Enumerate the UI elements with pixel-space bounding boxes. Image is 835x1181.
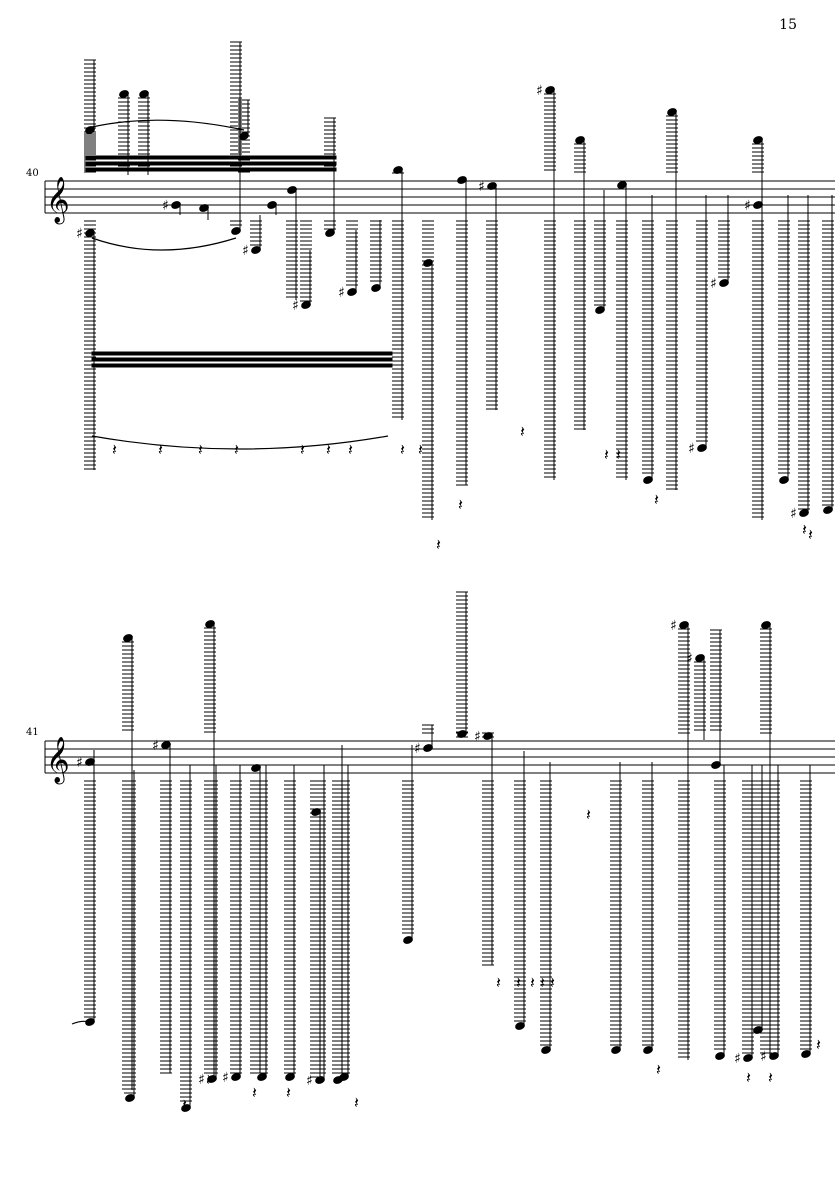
quarter-rest-icon: 𝄽 bbox=[206, 1070, 211, 1089]
quarter-rest-icon: 𝄽 bbox=[540, 973, 545, 992]
note-head bbox=[617, 181, 627, 189]
note-head bbox=[287, 186, 297, 194]
quarter-rest-icon: 𝄽 bbox=[550, 973, 555, 992]
note-head bbox=[753, 201, 763, 209]
sharp-icon: ♯ bbox=[338, 285, 345, 301]
sharp-icon: ♯ bbox=[536, 83, 543, 99]
sharp-icon: ♯ bbox=[734, 1051, 741, 1067]
note-head bbox=[457, 176, 467, 184]
measure-number-40: 40 bbox=[26, 168, 39, 179]
page-number: 15 bbox=[779, 17, 797, 33]
quarter-rest-icon: 𝄽 bbox=[656, 1060, 661, 1079]
note-head bbox=[199, 204, 209, 212]
sharp-icon: ♯ bbox=[478, 179, 485, 195]
quarter-rest-icon: 𝄽 bbox=[746, 1068, 751, 1087]
quarter-rest-icon: 𝄽 bbox=[458, 495, 463, 514]
quarter-rest-icon: 𝄽 bbox=[300, 440, 305, 459]
sharp-icon: ♯ bbox=[710, 276, 717, 292]
quarter-rest-icon: 𝄽 bbox=[530, 973, 535, 992]
quarter-rest-icon: 𝄽 bbox=[182, 1095, 187, 1114]
quarter-rest-icon: 𝄽 bbox=[586, 805, 591, 824]
quarter-rest-icon: 𝄽 bbox=[808, 525, 813, 544]
sharp-icon: ♯ bbox=[670, 618, 677, 634]
sharp-icon: ♯ bbox=[414, 741, 421, 757]
quarter-rest-icon: 𝄽 bbox=[436, 535, 441, 554]
sharp-icon: ♯ bbox=[162, 198, 169, 214]
beam bbox=[91, 357, 393, 362]
quarter-rest-icon: 𝄽 bbox=[418, 440, 423, 459]
note-head bbox=[123, 634, 133, 642]
sharp-icon: ♯ bbox=[474, 729, 481, 745]
beam bbox=[85, 167, 337, 172]
note-head bbox=[171, 201, 181, 209]
beam bbox=[85, 161, 337, 166]
sharp-icon: ♯ bbox=[76, 755, 83, 771]
quarter-rest-icon: 𝄽 bbox=[816, 1035, 821, 1054]
quarter-rest-icon: 𝄽 bbox=[112, 440, 117, 459]
note-head bbox=[487, 182, 497, 190]
tie-slur bbox=[91, 119, 245, 131]
beam bbox=[85, 155, 337, 160]
sharp-icon: ♯ bbox=[688, 441, 695, 457]
note-head bbox=[679, 621, 689, 629]
quarter-rest-icon: 𝄽 bbox=[326, 440, 331, 459]
note-head bbox=[761, 621, 771, 629]
quarter-rest-icon: 𝄽 bbox=[802, 520, 807, 539]
sharp-icon: ♯ bbox=[744, 198, 751, 214]
quarter-rest-icon: 𝄽 bbox=[654, 490, 659, 509]
beam bbox=[91, 363, 393, 368]
note-head bbox=[267, 201, 277, 209]
sharp-icon: ♯ bbox=[306, 1073, 313, 1089]
quarter-rest-icon: 𝄽 bbox=[604, 445, 609, 464]
treble-clef-icon: 𝄞 bbox=[46, 177, 70, 225]
note-head bbox=[205, 620, 215, 628]
note-head bbox=[695, 654, 705, 662]
quarter-rest-icon: 𝄽 bbox=[198, 440, 203, 459]
sharp-icon: ♯ bbox=[292, 298, 299, 314]
sharp-icon: ♯ bbox=[242, 243, 249, 259]
treble-clef-icon: 𝄞 bbox=[46, 737, 70, 785]
sharp-icon: ♯ bbox=[760, 1049, 767, 1065]
note-head bbox=[667, 108, 677, 116]
sharp-icon: ♯ bbox=[76, 226, 83, 242]
note-layer: ♯♯♯♯♯♯♯♯♯♯♯𝄽𝄽𝄽𝄽𝄽𝄽𝄽𝄽𝄽𝄽𝄽𝄽𝄽𝄽𝄽𝄽𝄽♯♯♯♯♯♯♯♯♯♯♯𝄽… bbox=[71, 41, 834, 1114]
note-head bbox=[545, 86, 555, 94]
note-head bbox=[251, 764, 261, 772]
quarter-rest-icon: 𝄽 bbox=[516, 973, 521, 992]
quarter-rest-icon: 𝄽 bbox=[768, 1068, 773, 1087]
sharp-icon: ♯ bbox=[686, 651, 693, 667]
quarter-rest-icon: 𝄽 bbox=[400, 440, 405, 459]
quarter-rest-icon: 𝄽 bbox=[286, 1083, 291, 1102]
note-head bbox=[119, 90, 129, 98]
note-head bbox=[161, 741, 171, 749]
measure-number-41: 41 bbox=[26, 727, 39, 738]
tie-slur bbox=[91, 435, 389, 450]
note-head bbox=[139, 90, 149, 98]
tie-slur bbox=[71, 1020, 91, 1025]
quarter-rest-icon: 𝄽 bbox=[158, 440, 163, 459]
quarter-rest-icon: 𝄽 bbox=[354, 1093, 359, 1112]
beam bbox=[91, 351, 393, 356]
sharp-icon: ♯ bbox=[222, 1070, 229, 1086]
quarter-rest-icon: 𝄽 bbox=[252, 1083, 257, 1102]
quarter-rest-icon: 𝄽 bbox=[520, 422, 525, 441]
staff-system-41 bbox=[44, 740, 835, 774]
quarter-rest-icon: 𝄽 bbox=[496, 973, 501, 992]
sharp-icon: ♯ bbox=[790, 506, 797, 522]
sharp-icon: ♯ bbox=[152, 738, 159, 754]
quarter-rest-icon: 𝄽 bbox=[616, 445, 621, 464]
note-head bbox=[753, 136, 763, 144]
sharp-icon: ♯ bbox=[198, 1072, 205, 1088]
tie-slur bbox=[91, 237, 237, 251]
quarter-rest-icon: 𝄽 bbox=[348, 440, 353, 459]
note-head bbox=[575, 136, 585, 144]
